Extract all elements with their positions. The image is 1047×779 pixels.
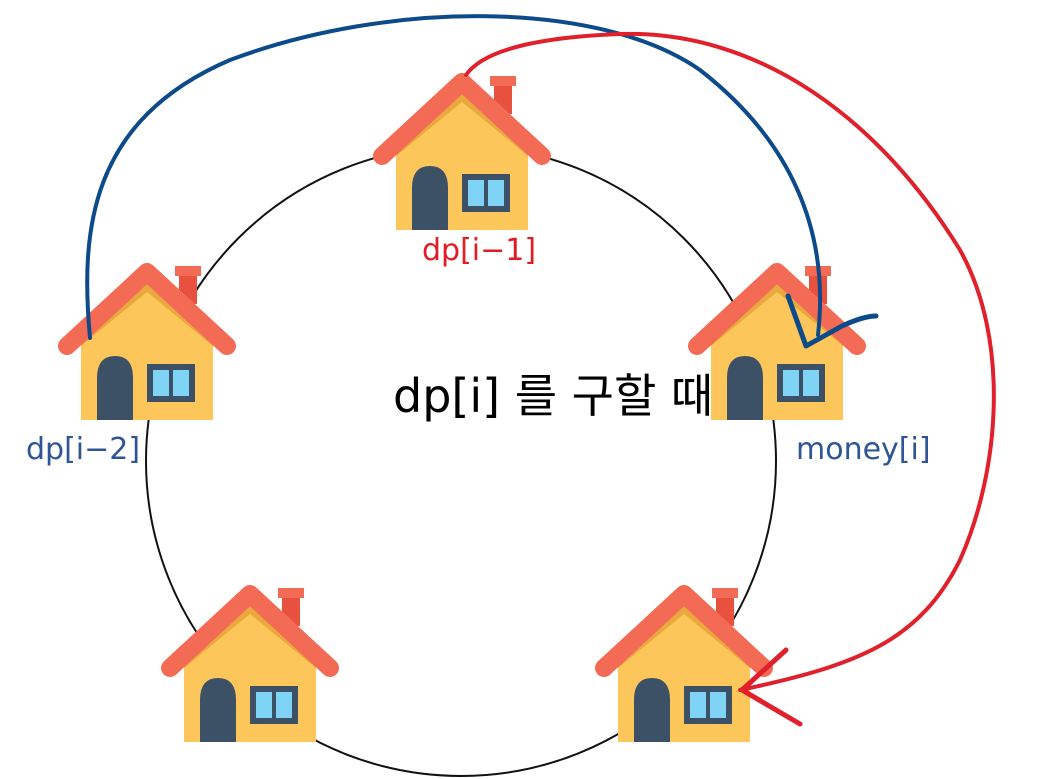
- center-label: dp[i] 를 구할 때: [393, 369, 713, 423]
- blue-arrow: [85, 14, 823, 340]
- house-bottom-right: [604, 588, 764, 742]
- red-arrowhead: [739, 647, 803, 727]
- house-left: [67, 266, 227, 420]
- house-right: [697, 266, 857, 420]
- label-dp-i-minus-1: dp[i−1]: [422, 233, 536, 268]
- blue-arrowhead: [785, 293, 879, 349]
- house-top: [382, 76, 542, 230]
- label-dp-i-minus-2: dp[i−2]: [26, 432, 140, 467]
- label-money-i: money[i]: [796, 432, 931, 467]
- house-bottom-left: [170, 588, 330, 742]
- red-arrow: [464, 31, 996, 692]
